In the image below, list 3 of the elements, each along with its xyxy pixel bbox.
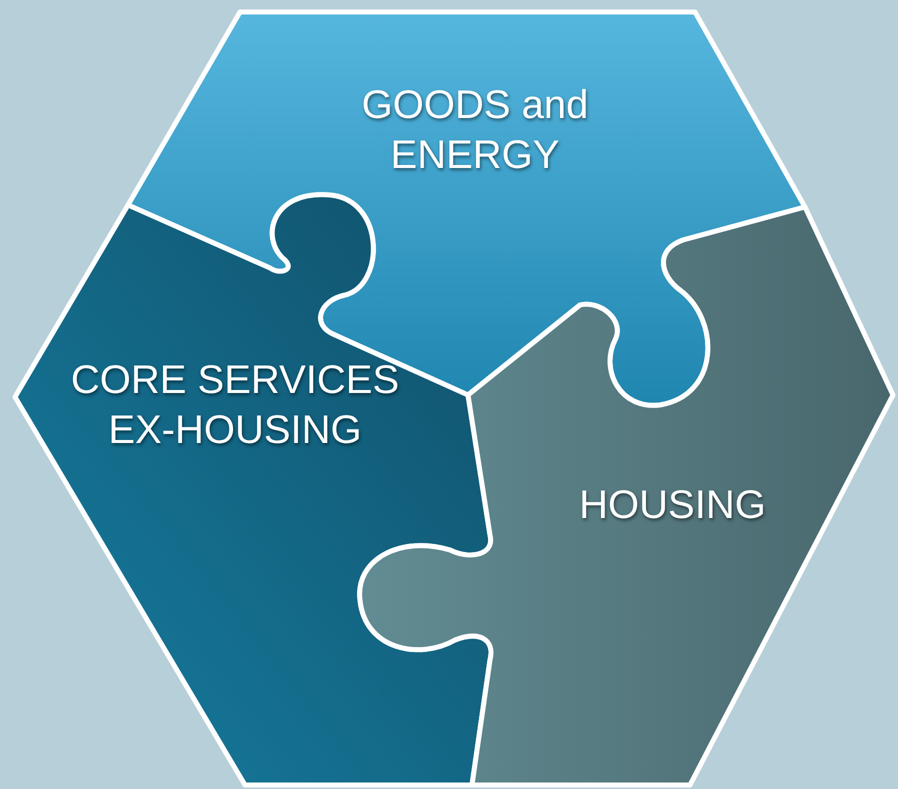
piece-label: CORE SERVICES EX-HOUSING — [70, 357, 400, 454]
piece-label: HOUSING — [578, 482, 767, 529]
piece-label: GOODS and ENERGY — [360, 82, 590, 179]
